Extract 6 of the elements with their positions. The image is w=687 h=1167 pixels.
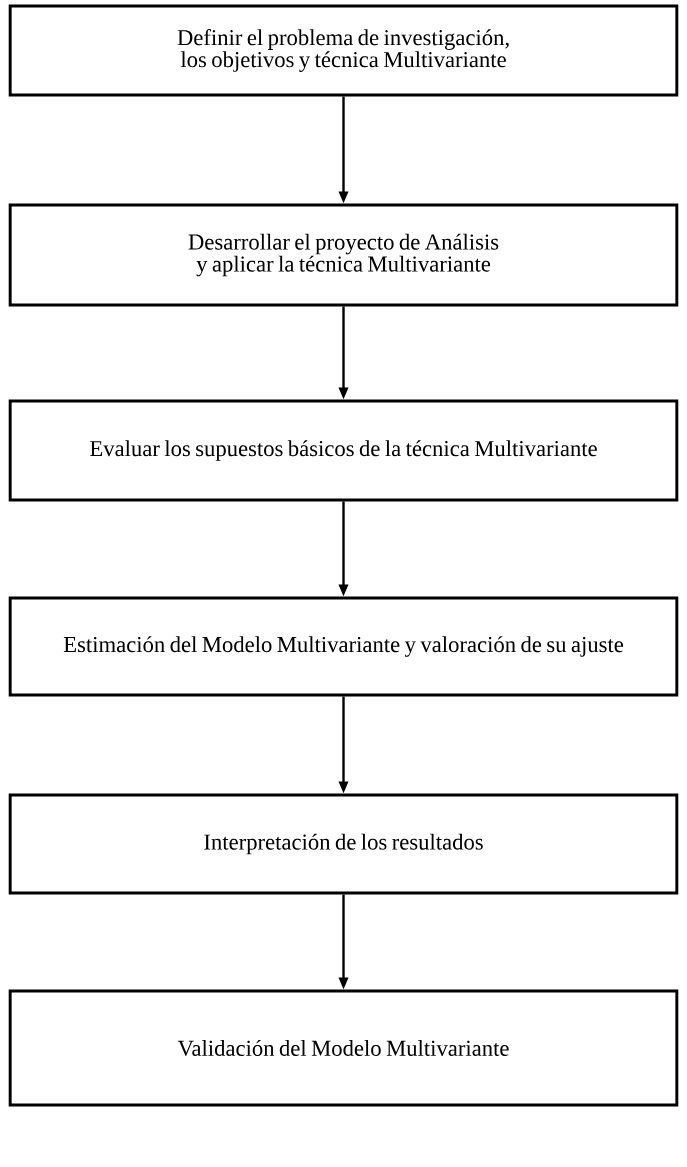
process-box: Validación del Modelo Multivariante bbox=[8, 989, 679, 1107]
process-box: Desarrollar el proyecto de Análisis y aplicar la técnica Multivariante bbox=[8, 203, 679, 307]
process-box: Interpretación de los resultados bbox=[8, 793, 679, 895]
process-box: Estimación del Modelo Multivariante y valoración de su ajuste bbox=[8, 596, 679, 697]
process-box: Definir el problema de investigación, los objetivos y técnica Multivariante bbox=[8, 4, 679, 97]
process-box: Evaluar los supuestos básicos de la técnica Multivariante bbox=[8, 399, 679, 502]
